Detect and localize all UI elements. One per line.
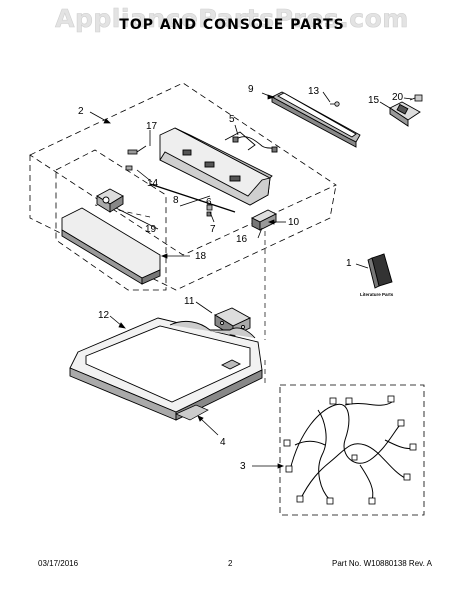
part-15-block [389, 101, 421, 127]
callout-5: 5 [229, 114, 235, 125]
console-dashed-outline [55, 149, 167, 291]
callout-16: 16 [236, 234, 248, 245]
main-wire-harness [283, 395, 417, 505]
part-12-top-panel [69, 317, 263, 421]
callout-10: 10 [288, 217, 300, 228]
callout-9: 9 [248, 84, 254, 95]
literature-parts-label: Literature Parts [360, 292, 394, 297]
callout-19: 19 [145, 224, 157, 235]
part-16-board [250, 209, 278, 231]
wire-harness-5 [232, 136, 278, 153]
part-20-clip [409, 94, 423, 102]
watermark: AppliancePartsPros.com [55, 4, 409, 34]
footer-page-number: 2 [228, 559, 233, 568]
part-17-bracket [127, 145, 147, 155]
callout-18: 18 [195, 251, 207, 262]
callout-3: 3 [240, 461, 246, 472]
screw-13 [330, 101, 340, 107]
callout-7: 7 [210, 224, 216, 235]
callout-13: 13 [308, 86, 320, 97]
callout-1: 1 [346, 258, 352, 269]
top-assembly-dashed-outline [29, 82, 337, 291]
callout-12: 12 [98, 310, 110, 321]
leader-lines [89, 91, 413, 469]
literature-booklet [367, 253, 393, 289]
harness-dashed-box [279, 384, 425, 516]
callout-labels: 2 17 14 8 5 7 9 10 19 16 18 13 15 20 1 1… [78, 84, 404, 472]
footer-date: 03/17/2016 [38, 559, 79, 568]
callout-4: 4 [220, 437, 226, 448]
callout-2: 2 [78, 106, 84, 117]
page-title: TOP AND CONSOLE PARTS [119, 17, 345, 33]
callout-11: 11 [184, 296, 195, 307]
part-4-plate [175, 404, 209, 421]
part-18-panel [61, 207, 161, 285]
callout-20: 20 [392, 92, 404, 103]
callout-15: 15 [368, 95, 380, 106]
part-19-knob [96, 188, 124, 213]
console-panel [149, 127, 273, 213]
callout-17: 17 [146, 121, 158, 132]
callout-14: 14 [147, 178, 159, 189]
callout-8: 8 [173, 195, 179, 206]
footer-part-number: Part No. W10880138 Rev. A [332, 559, 432, 568]
part-14-clip [125, 165, 133, 171]
console-top-trim [271, 91, 361, 148]
callout-6: 6 [206, 197, 212, 208]
